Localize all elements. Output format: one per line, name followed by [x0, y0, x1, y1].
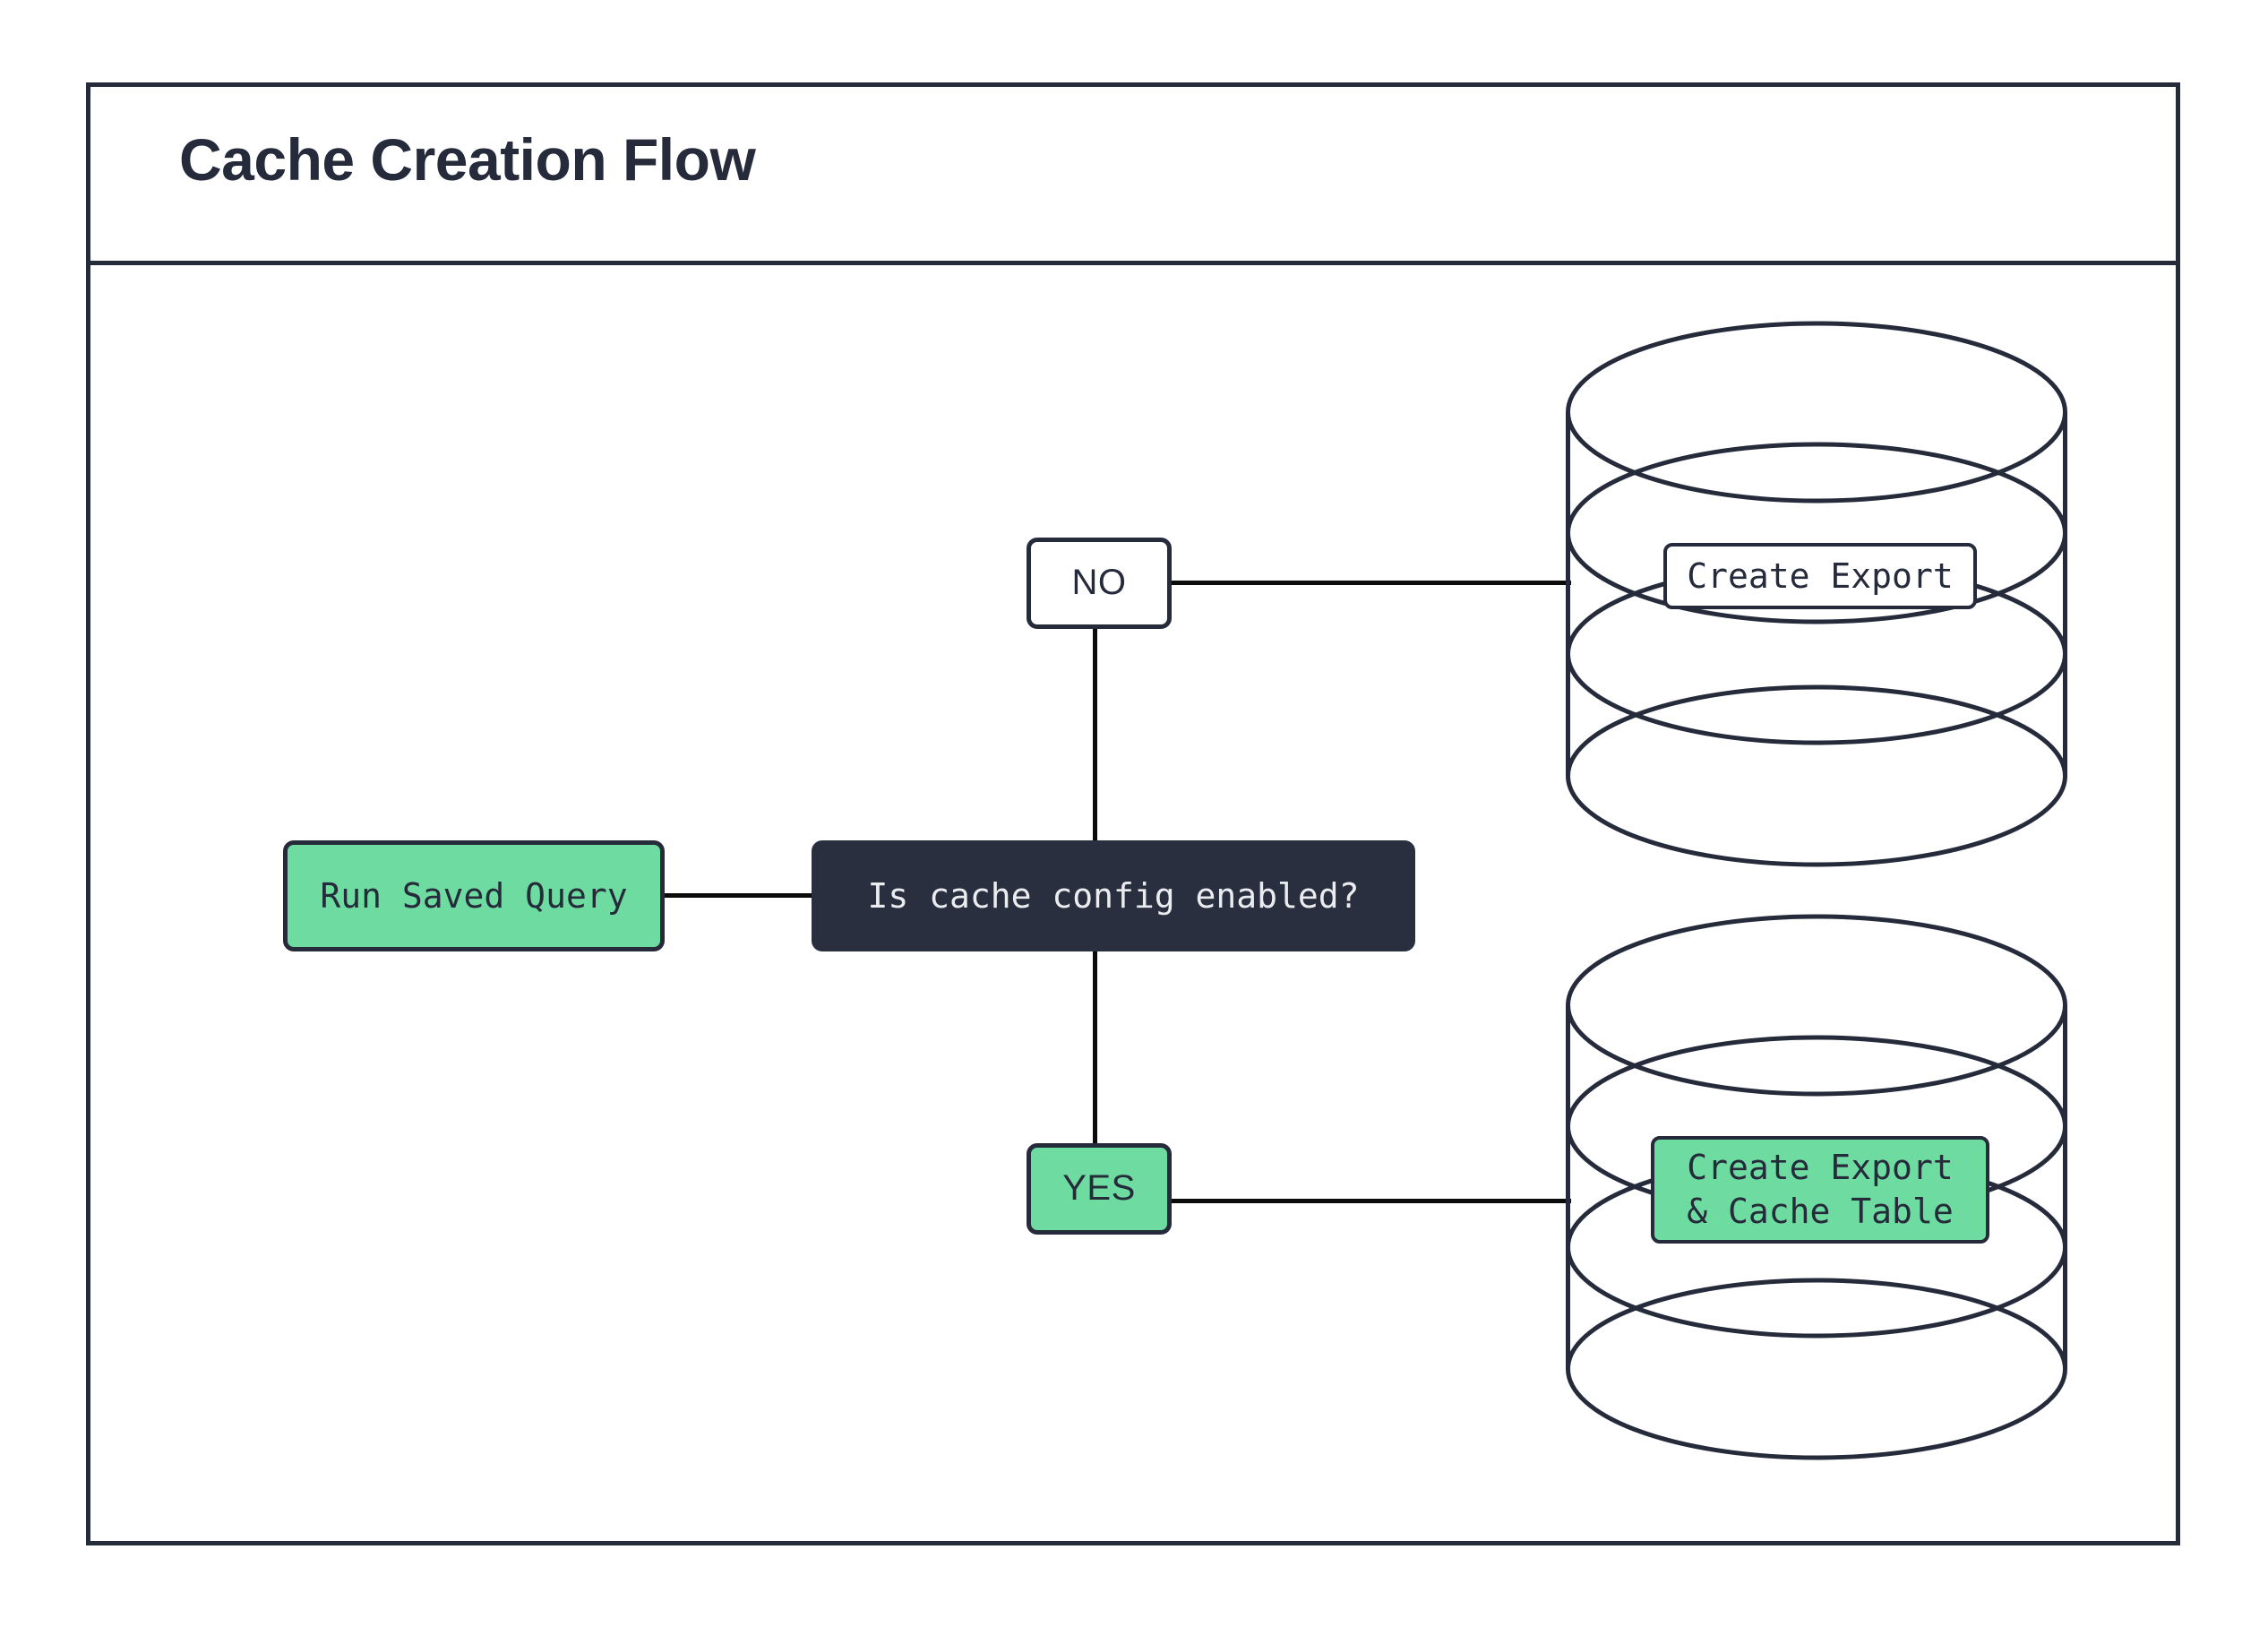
branch-label-yes[interactable]: YES [1027, 1143, 1172, 1235]
title-divider [86, 261, 2180, 265]
page-title: Cache Creation Flow [179, 126, 756, 193]
edge-decision-to-branch-no [1093, 627, 1097, 842]
edge-run-saved-query-to-decision [665, 893, 813, 898]
branch-label-no[interactable]: NO [1027, 538, 1172, 629]
node-decision-is-cache-config-enabled[interactable]: Is cache config enabled? [812, 840, 1415, 951]
edge-decision-to-branch-yes [1093, 950, 1097, 1147]
edge-branch-no-to-create-export [1170, 581, 1571, 585]
node-create-export[interactable]: Create Export [1663, 543, 1977, 609]
node-run-saved-query[interactable]: Run Saved Query [283, 840, 665, 951]
database-icon [1566, 914, 2067, 1460]
diagram-frame [86, 82, 2180, 1545]
node-create-export-and-cache-table[interactable]: Create Export & Cache Table [1651, 1136, 1989, 1244]
edge-branch-yes-to-create-export-cache [1170, 1199, 1571, 1203]
database-cylinder-create-export-cache [1566, 914, 2067, 1460]
